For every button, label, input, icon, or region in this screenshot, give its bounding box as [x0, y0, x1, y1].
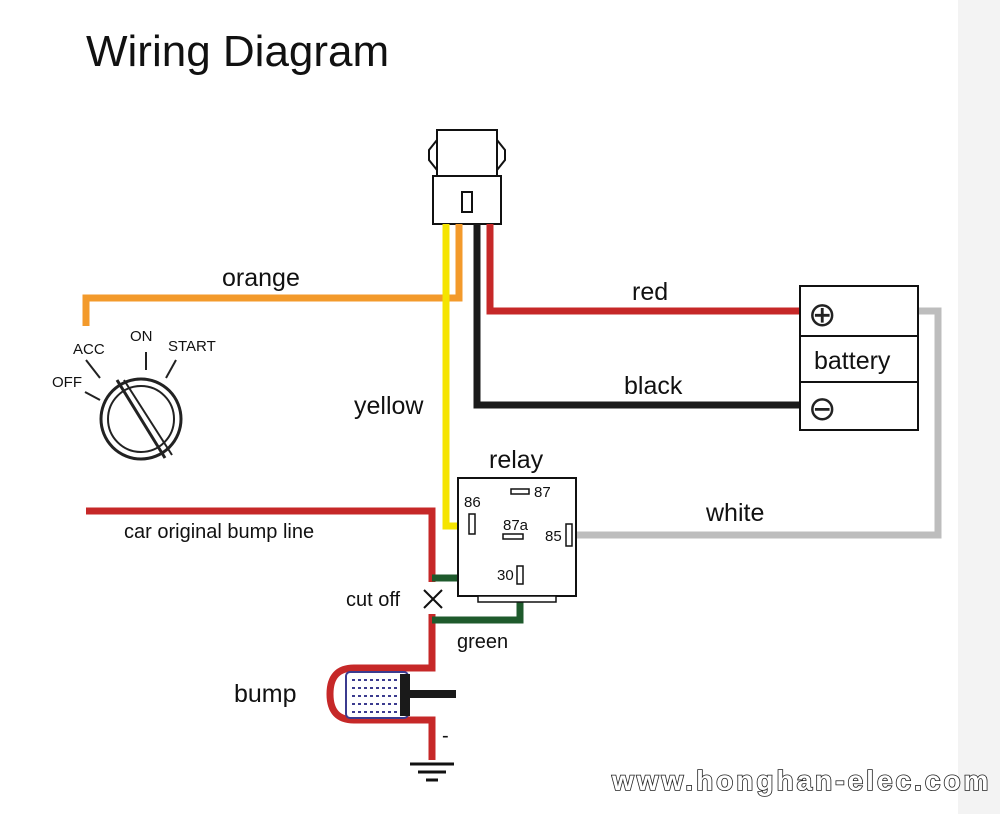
ignition-dial — [99, 377, 183, 461]
red-label: red — [632, 278, 668, 306]
bump-device: bump - — [234, 671, 456, 747]
green-label: green — [457, 631, 508, 653]
red-wire — [486, 224, 800, 315]
battery-minus-icon: ⊖ — [808, 389, 837, 429]
battery-plus-icon: ⊕ — [808, 295, 837, 335]
black-label: black — [624, 372, 683, 400]
cut-off-label: cut off — [346, 589, 401, 611]
bump-loop-wire — [326, 664, 436, 760]
module-right-clip — [496, 137, 506, 173]
white-label: white — [705, 499, 764, 527]
ignition-on-label: ON — [130, 328, 153, 345]
right-edge-strip — [958, 0, 1000, 814]
yellow-label: yellow — [354, 392, 424, 420]
bump-terminal — [410, 690, 456, 698]
website-url: www.honghan-elec.com — [611, 765, 991, 796]
module-pin — [461, 191, 473, 213]
orange-wire — [82, 224, 463, 326]
diagram-title: Wiring Diagram — [86, 27, 389, 76]
ignition-key-slot — [115, 379, 167, 459]
relay-pin-87: 87 — [534, 484, 551, 501]
module-top — [436, 129, 498, 177]
bump-label: bump — [234, 680, 297, 708]
bump-line-wire-top — [86, 507, 436, 582]
module-left-clip — [428, 137, 438, 173]
battery: ⊕ battery ⊖ — [799, 285, 919, 431]
white-wire — [572, 307, 942, 539]
ignition-off-label: OFF — [52, 374, 82, 391]
tracker-module — [428, 129, 506, 225]
relay: relay 86 87 87a 85 30 — [457, 446, 577, 603]
relay-label: relay — [489, 446, 544, 474]
battery-case — [799, 285, 919, 431]
ignition-acc-label: ACC — [73, 341, 105, 358]
relay-pin-87a: 87a — [503, 517, 529, 534]
bump-minus-mark: - — [442, 725, 449, 747]
battery-label: battery — [814, 347, 891, 375]
relay-pin-86: 86 — [464, 494, 481, 511]
relay-pin-85: 85 — [545, 528, 562, 545]
bump-line-wire-bottom — [354, 614, 436, 672]
bump-line-label: car original bump line — [124, 521, 314, 543]
ignition-switch: ACC ON START OFF — [52, 328, 216, 461]
ground-icon — [410, 762, 454, 782]
relay-pin-30: 30 — [497, 567, 514, 584]
orange-label: orange — [222, 264, 300, 292]
ignition-start-label: START — [168, 338, 216, 355]
black-wire — [473, 224, 800, 409]
